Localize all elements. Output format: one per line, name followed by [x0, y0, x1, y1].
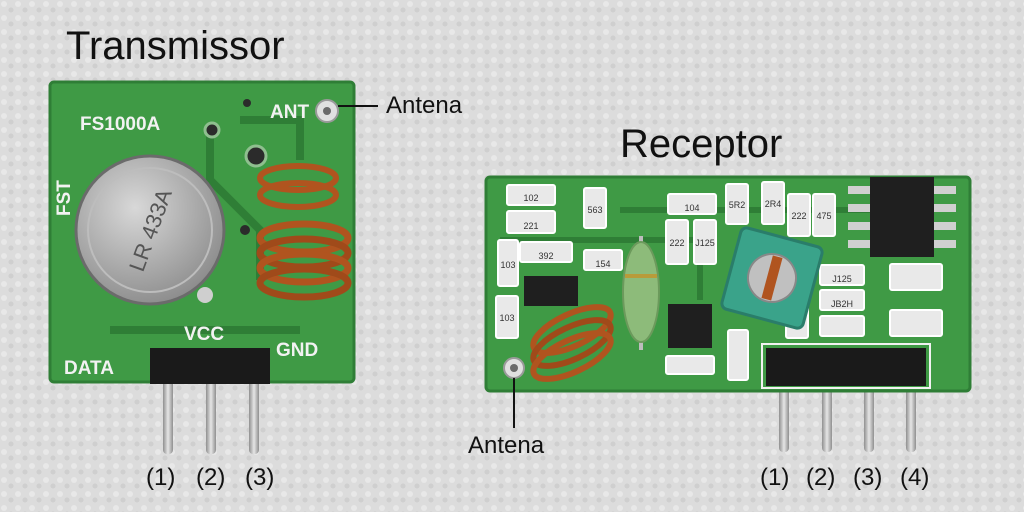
transmitter-pin-1: [163, 370, 173, 454]
transmitter-via: [203, 121, 221, 139]
receiver-component-code: 103: [499, 313, 514, 323]
transmitter-title: Transmissor: [66, 24, 285, 68]
receiver-module: [484, 175, 972, 452]
transmitter-pin-2: [206, 370, 216, 454]
transmitter-pin-label-2: (2): [196, 464, 226, 491]
receiver-component-code: 222: [791, 211, 806, 221]
transmitter-coil: [256, 163, 352, 301]
receiver-component-code: 2R4: [765, 199, 782, 209]
transmitter-pins: [163, 370, 259, 454]
receiver-ic: [848, 177, 956, 257]
receiver-antenna-callout: Antena: [468, 432, 545, 459]
receiver-component-code: 222: [669, 238, 684, 248]
receiver-pin-label-4: (4): [900, 464, 930, 491]
receiver-component-code: 154: [595, 259, 610, 269]
receiver-component-code: J125: [832, 274, 852, 284]
receiver-transistor: [668, 304, 712, 348]
transmitter-ant-label: ANT: [270, 102, 309, 123]
transmitter-vcc-label: VCC: [184, 324, 224, 345]
receiver-header: [766, 348, 926, 386]
transmitter-via: [240, 225, 250, 235]
receiver-component-code: 103: [500, 260, 515, 270]
receiver-component-code: 392: [538, 251, 553, 261]
transmitter-via: [243, 99, 251, 107]
receiver-component-code: 563: [587, 205, 602, 215]
receiver-component-code: 221: [523, 221, 538, 231]
transmitter-pin-3: [249, 370, 259, 454]
receiver-component-code: 475: [816, 211, 831, 221]
receiver-component-code: 5R2: [729, 200, 746, 210]
receiver-pin-label-1: (1): [760, 464, 790, 491]
receiver-inductor: [622, 236, 660, 350]
receiver-trimmer: [720, 226, 824, 330]
transmitter-module: LR 433A FS1000A ANT FST VCC DATA GND: [48, 80, 378, 454]
receiver-transistor: [524, 276, 578, 306]
receiver-component-code: 104: [684, 203, 699, 213]
transmitter-trace: [240, 116, 304, 160]
transmitter-pin-label-1: (1): [146, 464, 176, 491]
transmitter-header: [150, 348, 270, 384]
transmitter-model-label: FS1000A: [80, 114, 161, 135]
transmitter-gnd-label: GND: [276, 340, 318, 361]
receiver-smd-components: [495, 181, 943, 381]
transmitter-pin-label-3: (3): [245, 464, 275, 491]
receiver-coil: [530, 304, 614, 382]
transmitter-fst-label: FST: [54, 180, 75, 216]
receiver-pin-label-2: (2): [806, 464, 836, 491]
transmitter-data-label: DATA: [64, 358, 114, 379]
receiver-component-code: JB2H: [831, 299, 853, 309]
receiver-title: Receptor: [620, 122, 783, 166]
receiver-component-code: J125: [695, 238, 715, 248]
receiver-pin-label-3: (3): [853, 464, 883, 491]
transmitter-via: [244, 144, 268, 168]
transmitter-crystal: [74, 154, 226, 306]
transmitter-antenna-callout: Antena: [386, 92, 463, 119]
transmitter-via: [197, 287, 213, 303]
receiver-component-code: 102: [523, 193, 538, 203]
receiver-header-outline: [761, 343, 931, 389]
